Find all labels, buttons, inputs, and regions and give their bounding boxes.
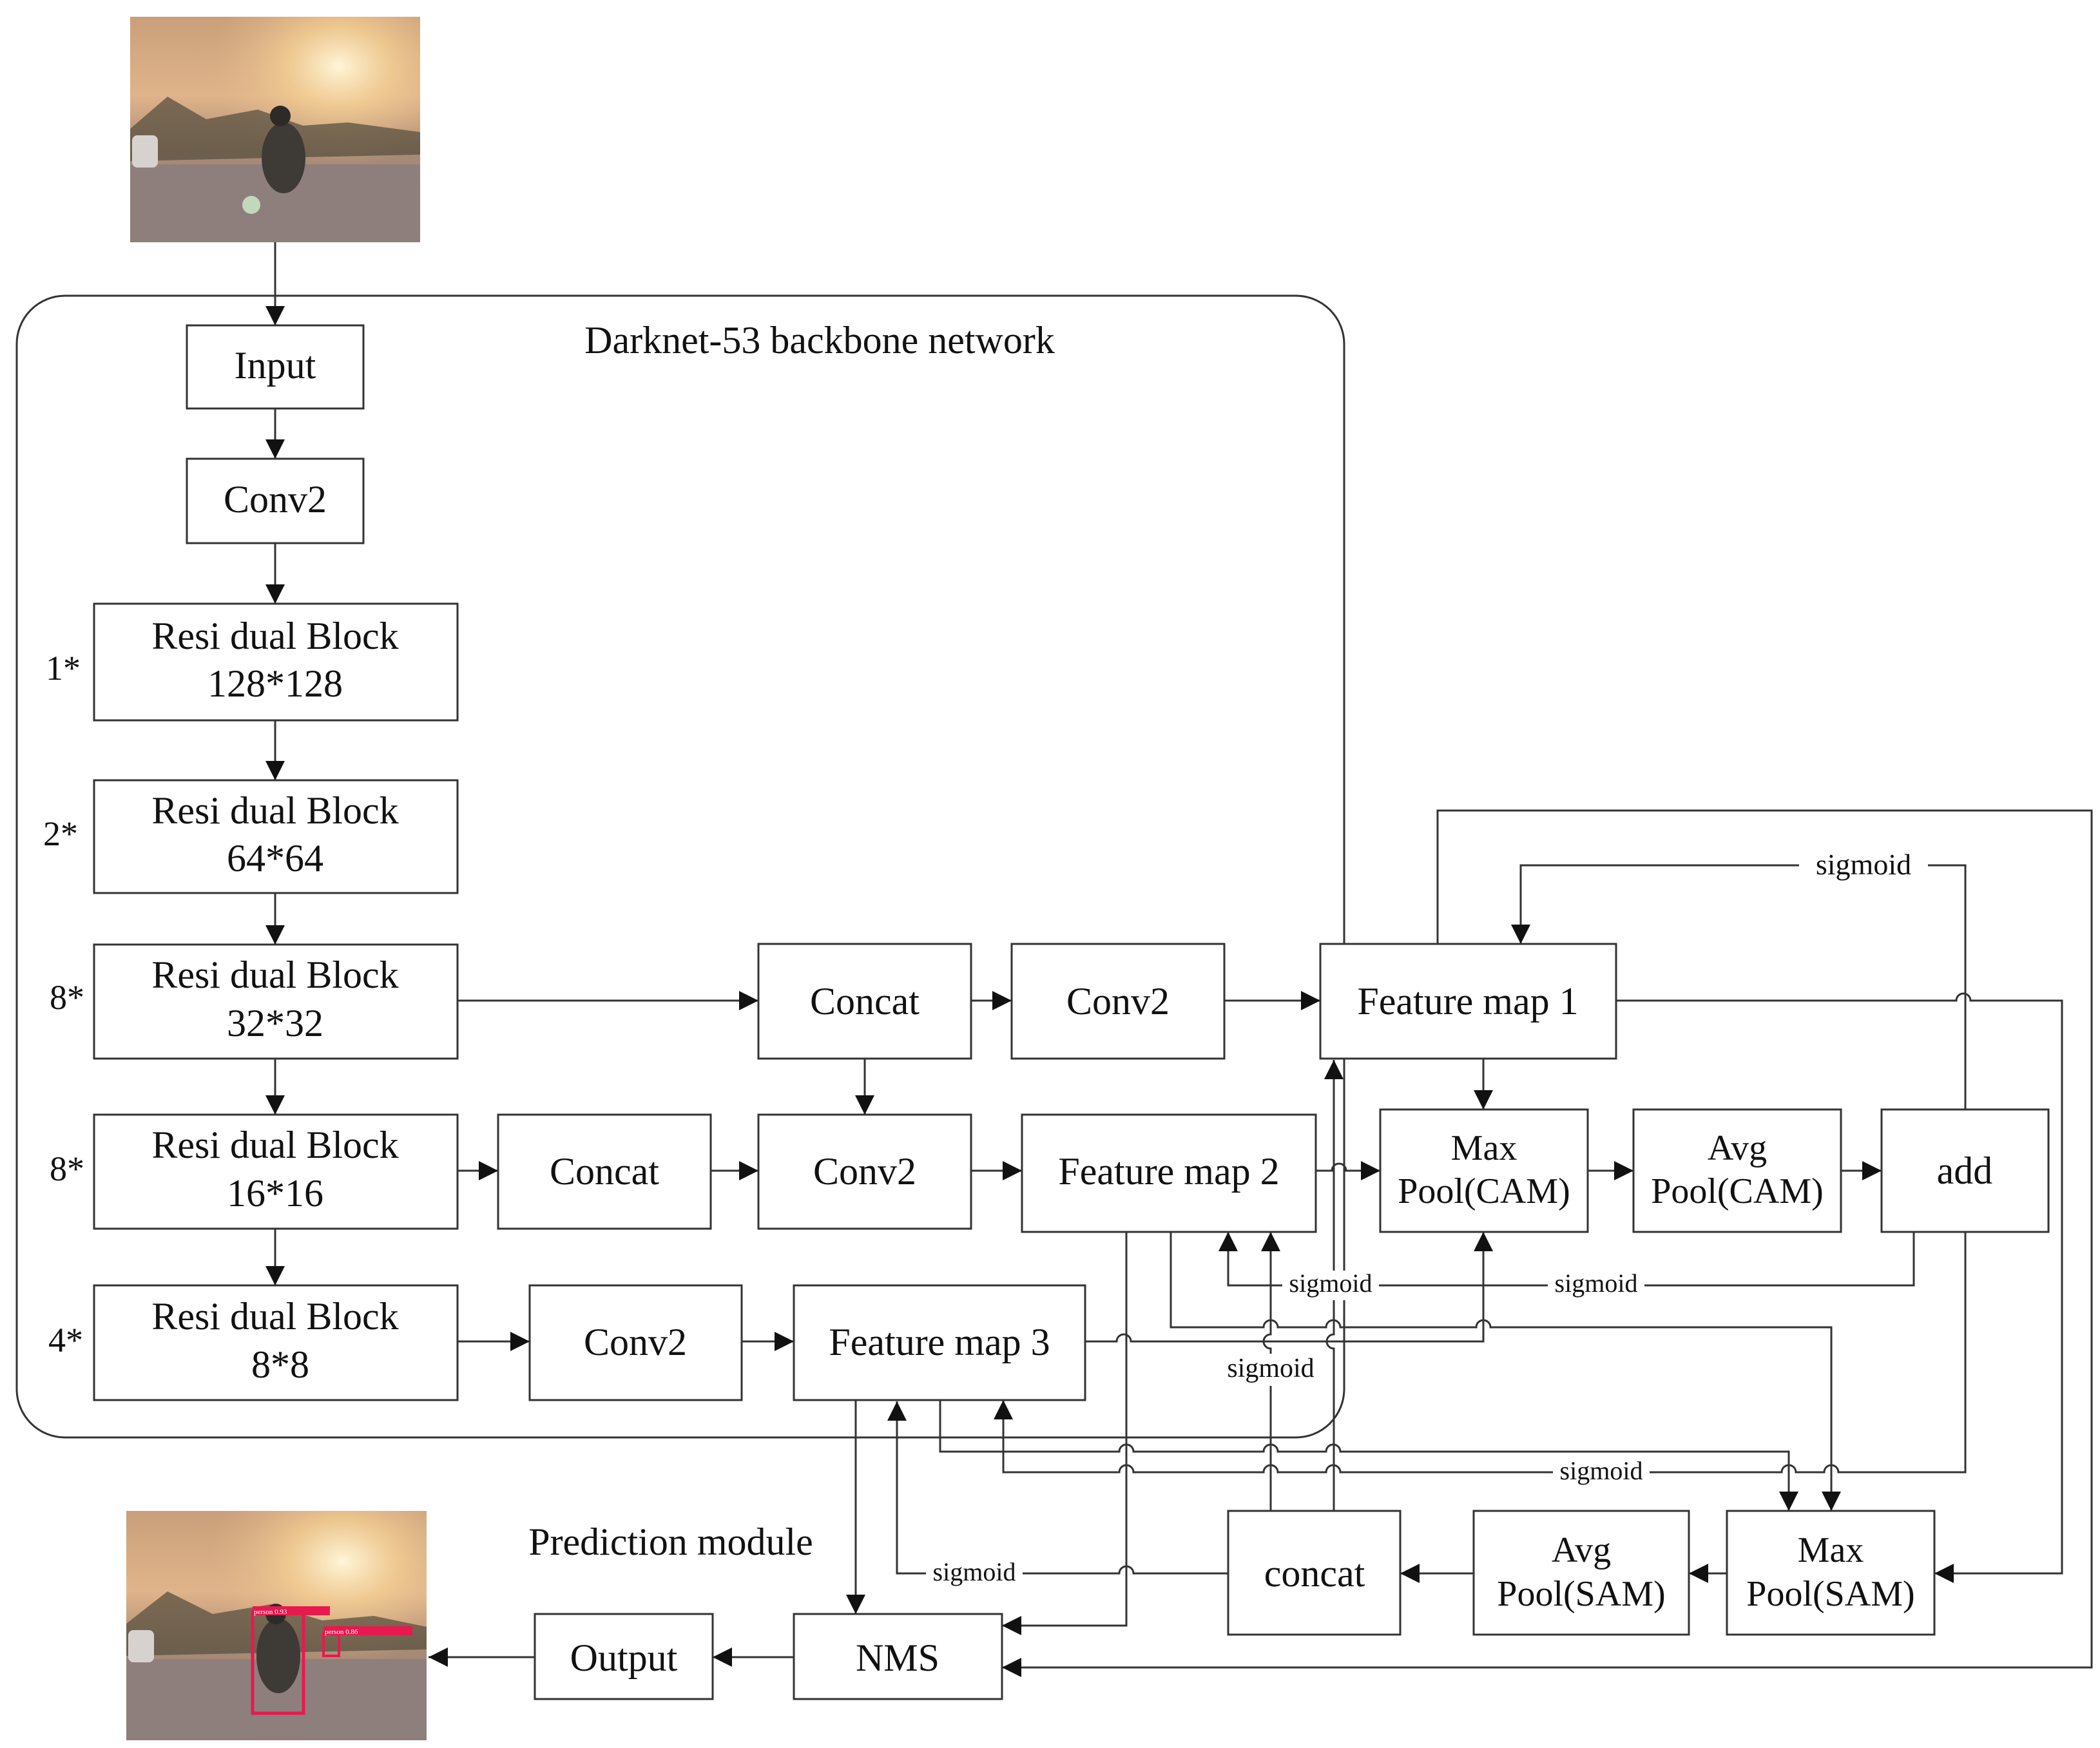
svg-text:Pool(SAM): Pool(SAM) [1497,1574,1665,1614]
multiplier-5: 4* [48,1321,83,1359]
svg-text:Resi dual Block: Resi dual Block [151,954,398,996]
svg-text:16*16: 16*16 [227,1172,323,1215]
backbone-title: Darknet-53 backbone network [584,319,1055,361]
svg-text:32*32: 32*32 [227,1002,323,1044]
svg-text:Resi dual Block: Resi dual Block [151,615,398,657]
nms-box: NMS [793,1613,1003,1700]
concat-row1-box: Concat [757,943,972,1060]
svg-text:add: add [1937,1149,1993,1192]
sigmoid-label-fm3: sigmoid [1560,1456,1643,1485]
svg-text:Resi dual Block: Resi dual Block [151,1295,398,1338]
svg-text:Conv2: Conv2 [813,1150,916,1193]
resi-block-1: 1* Resi dual Block 128*128 [46,602,459,722]
detection-label-1: person 0.93 [254,1608,287,1616]
max-pool-cam-box: Max Pool(CAM) [1379,1108,1589,1233]
output-image: person 0.93 person 0.86 [126,1511,427,1740]
multiplier-3: 8* [50,978,84,1017]
svg-text:Concat: Concat [810,980,920,1023]
multiplier-1: 1* [46,649,81,687]
sigmoid-labels: sigmoid sigmoid sigmoid sigmoid sigmoid … [926,848,1928,1588]
sigmoid-label-nms: sigmoid [933,1557,1016,1586]
input-image [130,17,420,242]
svg-text:Avg: Avg [1552,1530,1611,1570]
multiplier-4: 8* [50,1149,84,1188]
svg-text:Max: Max [1798,1530,1864,1570]
feature-map-3-box: Feature map 3 [793,1284,1086,1401]
svg-text:Feature map 1: Feature map 1 [1357,980,1578,1023]
feature-map-2-box: Feature map 2 [1021,1113,1317,1233]
svg-text:Max: Max [1451,1128,1517,1168]
svg-text:Output: Output [570,1637,678,1679]
svg-text:Feature map 3: Feature map 3 [829,1321,1050,1363]
concat-row2-box: Concat [497,1113,712,1230]
svg-text:Pool(CAM): Pool(CAM) [1651,1171,1824,1211]
svg-text:concat: concat [1264,1552,1365,1595]
svg-text:64*64: 64*64 [227,837,323,879]
conv2-row1-box: Conv2 [1010,943,1226,1060]
multiplier-2: 2* [43,814,78,853]
sigmoid-label-top: sigmoid [1816,848,1911,881]
detection-label-2: person 0.86 [325,1628,358,1636]
avg-pool-cam-box: Avg Pool(CAM) [1632,1108,1842,1233]
svg-text:128*128: 128*128 [207,662,343,705]
svg-text:8*8: 8*8 [251,1343,309,1386]
resi-block-2: 2* Resi dual Block 64*64 [43,779,459,894]
feature-map-1-box: Feature map 1 [1319,943,1617,1060]
sigmoid-label-concat: sigmoid [1227,1354,1314,1383]
resi-block-5: 4* Resi dual Block 8*8 [48,1284,459,1401]
svg-text:Avg: Avg [1708,1128,1767,1168]
sigmoid-label-cam: sigmoid [1555,1269,1638,1298]
svg-text:Pool(SAM): Pool(SAM) [1746,1574,1914,1614]
prediction-module-title: Prediction module [528,1521,813,1563]
input-box: Input [186,324,365,410]
concat-sam-box: concat [1227,1510,1402,1636]
svg-text:Input: Input [235,344,316,387]
conv2-row3-box: Conv2 [528,1284,743,1401]
svg-text:Pool(CAM): Pool(CAM) [1398,1171,1570,1211]
avg-pool-sam-box: Avg Pool(SAM) [1472,1510,1690,1636]
conv2-row2-box: Conv2 [757,1113,972,1230]
svg-text:Resi dual Block: Resi dual Block [151,789,398,832]
svg-text:NMS: NMS [856,1637,939,1679]
add-box: add [1880,1108,2050,1233]
svg-text:Conv2: Conv2 [1066,980,1170,1023]
sigmoid-label-fm2: sigmoid [1289,1269,1373,1298]
max-pool-sam-box: Max Pool(SAM) [1726,1510,1936,1636]
svg-text:Resi dual Block: Resi dual Block [151,1124,398,1166]
svg-text:Feature map 2: Feature map 2 [1058,1150,1279,1193]
conv2-top-box: Conv2 [186,457,365,544]
svg-text:Conv2: Conv2 [224,478,327,521]
output-box: Output [534,1613,714,1700]
svg-text:Conv2: Conv2 [584,1321,687,1363]
backbone-container [15,294,1345,1439]
svg-text:Concat: Concat [550,1150,659,1193]
resi-block-3: 8* Resi dual Block 32*32 [50,943,459,1060]
resi-block-4: 8* Resi dual Block 16*16 [50,1113,459,1230]
